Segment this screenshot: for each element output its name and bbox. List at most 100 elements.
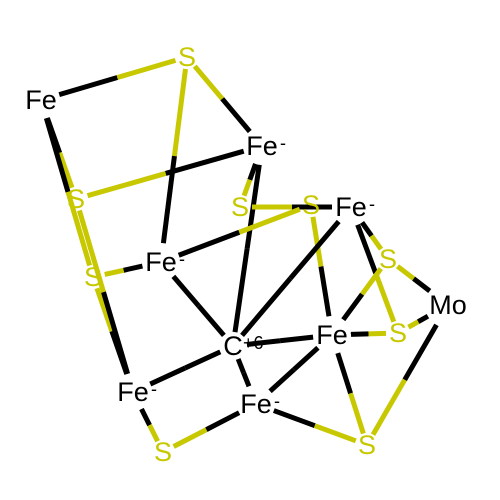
s-atom-3-symbol: S — [231, 192, 249, 222]
c-atom: C+6 — [223, 331, 263, 361]
s-atom-3: S — [231, 192, 249, 222]
s-atom-4-symbol: S — [67, 184, 85, 214]
bond-fe1-s4 — [57, 151, 75, 189]
s-atom-4: S — [67, 184, 85, 214]
mo-atom: Mo — [429, 290, 467, 320]
bond-fe4-c — [288, 219, 341, 281]
bond-s7-mo — [407, 319, 420, 330]
fe-atom-6-symbol: Fe — [240, 389, 272, 419]
s-atom-2: S — [302, 190, 320, 220]
fe-atom-2-charge: - — [280, 133, 286, 153]
s-atom-9: S — [154, 437, 172, 467]
bond-c-fe7 — [149, 365, 187, 387]
fe-atom-2-symbol: Fe — [246, 131, 278, 161]
bond-fe4-s7 — [373, 272, 397, 323]
bond-fe5-s8 — [335, 352, 353, 395]
bond-fe1-s1 — [58, 75, 119, 98]
fe-atom-4: Fe- — [335, 192, 375, 222]
fe-atom-6: Fe- — [240, 389, 280, 419]
bond-fe4-s6 — [359, 221, 374, 238]
bond-fe5-fe6 — [268, 367, 296, 394]
bond-fe3-c — [196, 304, 226, 337]
bond-s1-fe2 — [220, 97, 252, 134]
bond-s5-fe7 — [94, 287, 115, 333]
bond-s6-mo — [412, 276, 432, 293]
bond-fe3-c — [171, 274, 201, 308]
fe-atom-4-symbol: Fe — [335, 192, 367, 222]
fe-atom-3: Fe- — [145, 247, 185, 277]
bond-fe3-s5 — [104, 267, 125, 277]
s-atom-8-symbol: S — [358, 430, 376, 460]
bond-fe1-s1 — [116, 57, 177, 80]
bond-fe6-c — [235, 358, 246, 374]
fe-atom-3-charge: - — [179, 249, 185, 269]
bond-fe5-c — [279, 334, 314, 344]
s-atom-7-symbol: S — [389, 318, 407, 348]
bond-fe6-c — [241, 371, 252, 388]
fe-atom-3-symbol: Fe — [145, 247, 177, 277]
bond-fe1-s5 — [65, 191, 93, 267]
bond-s1-fe2 — [192, 64, 225, 101]
fe-atom-5-symbol: Fe — [316, 320, 348, 350]
bond-s8-mo — [370, 378, 407, 436]
bond-s2-fe5 — [310, 216, 324, 267]
bond-c-fe7 — [184, 349, 222, 371]
s-atom-6-symbol: S — [379, 244, 397, 274]
bond-s1-fe3 — [171, 68, 188, 157]
s-atom-5-symbol: S — [84, 262, 102, 292]
bond-s8-mo — [402, 323, 439, 382]
s-atom-9-symbol: S — [154, 437, 172, 467]
bond-s9-fe6 — [205, 410, 241, 432]
bond-s7-mo — [416, 314, 430, 324]
bond-fe6-s8 — [313, 423, 357, 444]
bond-s4-fe7 — [101, 291, 131, 375]
fe-atom-2: Fe- — [246, 131, 286, 161]
s-atom-1-symbol: S — [178, 42, 196, 72]
fe-atom-1: Fe — [25, 85, 57, 115]
bond-fe2-s4 — [86, 171, 167, 199]
fe-atom-7-charge: - — [151, 379, 157, 399]
bond-fe4-s7 — [355, 223, 379, 275]
fe-atom-6-charge: - — [274, 391, 280, 411]
bond-fe7-s9 — [147, 424, 160, 443]
bond-fe2-c — [232, 248, 250, 333]
c-atom-symbol: C — [223, 331, 243, 361]
bond-fe5-s7 — [350, 331, 369, 337]
s-atom-8: S — [358, 430, 376, 460]
s-atom-5: S — [84, 262, 102, 292]
bond-fe7-s9 — [139, 407, 152, 427]
fe-atom-7: Fe- — [117, 377, 157, 407]
fe-atom-1-symbol: Fe — [25, 85, 57, 115]
fe-atom-5: Fe- — [316, 320, 356, 350]
bond-s6-fe5 — [341, 292, 365, 322]
s-atom-1: S — [178, 42, 196, 72]
bond-s6-mo — [396, 264, 416, 281]
fe-atom-7-symbol: Fe — [117, 377, 149, 407]
bond-fe2-s4 — [164, 148, 245, 176]
bond-fe5-s7 — [368, 330, 387, 337]
bond-fe6-s8 — [272, 408, 316, 429]
bond-fe4-c — [240, 276, 293, 337]
bond-s2-fe5 — [318, 266, 332, 317]
s-atom-2-symbol: S — [302, 190, 320, 220]
bond-fe5-c — [246, 338, 281, 347]
bond-s4-fe7 — [77, 209, 106, 293]
bond-fe1-s5 — [43, 117, 71, 193]
bond-fe3-s2 — [238, 206, 301, 235]
c-atom-charge: +6 — [243, 333, 264, 353]
bond-fe3-s5 — [123, 263, 143, 273]
bond-fe5-s8 — [348, 392, 366, 435]
s-atom-7: S — [389, 318, 407, 348]
s-atom-6: S — [379, 244, 397, 274]
bond-fe4-s6 — [369, 234, 384, 251]
bond-fe2-s3 — [247, 163, 258, 181]
bond-layer — [43, 57, 439, 449]
bond-s6-fe5 — [360, 267, 383, 296]
fe-atom-5-charge: - — [350, 322, 356, 342]
mo-atom-symbol: Mo — [429, 290, 467, 320]
fe-atom-4-charge: - — [369, 194, 375, 214]
bond-s9-fe6 — [172, 427, 208, 449]
